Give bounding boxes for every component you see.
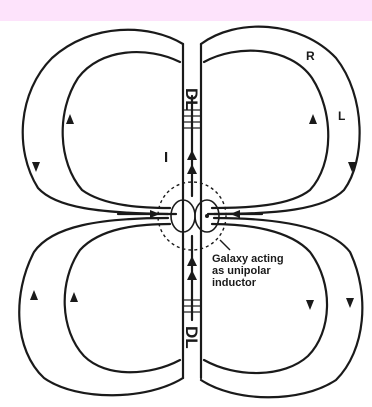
caption-line-2: as unipolar [212, 265, 271, 277]
caption-pointer [220, 240, 230, 250]
label-l: L [338, 109, 345, 123]
galaxy-core [205, 214, 209, 218]
inner-loop-bottom-right [204, 224, 327, 373]
arrow-bottom-right-down [346, 298, 354, 308]
arrow-current-up-2 [187, 164, 197, 174]
label-double-layer-bottom: DL [182, 326, 201, 349]
arrow-feed-left [150, 210, 160, 218]
arrow-right-inner-up [309, 114, 317, 124]
label-double-layer-top: DL [182, 88, 201, 111]
label-current: I [164, 149, 168, 166]
arrow-current-up-3 [187, 256, 197, 266]
label-r: R [306, 49, 315, 63]
galaxy-caption: Galaxy acting as unipolar inductor [212, 253, 284, 289]
arrow-feed-right [230, 210, 240, 218]
inner-loop-bottom-left [65, 224, 180, 372]
arrow-left-down [32, 162, 40, 172]
inner-loop-top-right [204, 51, 328, 208]
arrow-left-inner-up [66, 114, 74, 124]
caption-line-3: inductor [212, 277, 257, 289]
arrow-current-up-1 [187, 150, 197, 160]
arrow-bottom-left-up [30, 290, 38, 300]
arrow-bottom-left-inner-up [70, 292, 78, 302]
arrow-current-up-4 [187, 270, 197, 280]
arrow-bottom-right-inner-down [306, 300, 314, 310]
inner-loop-top-left [63, 52, 180, 208]
caption-line-1: Galaxy acting [212, 253, 284, 265]
